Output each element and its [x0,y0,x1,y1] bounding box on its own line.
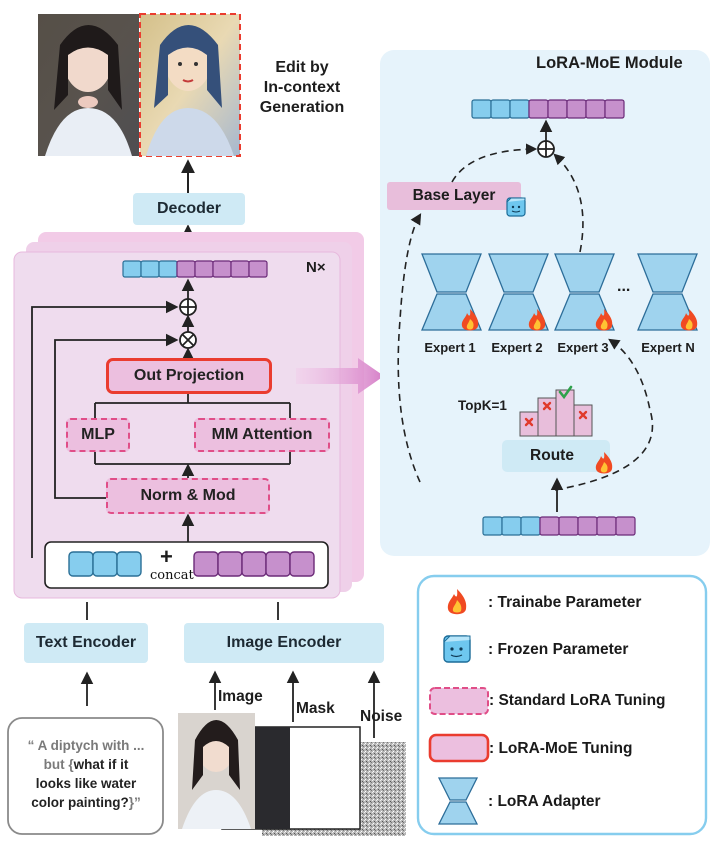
residual-add-operator [179,298,197,316]
frozen-cube-icon [506,197,526,217]
out-projection-block: Out Projection [106,358,272,394]
legend-frozen-label: : Frozen Parameter [488,641,629,658]
text-tokens [68,551,142,577]
concat-label: concat [150,568,194,583]
expert-1-fire-icon [461,309,479,331]
expert-2-fire-icon [528,309,546,331]
edited-watercolor-image [139,13,241,157]
source-portrait-image [38,14,139,156]
topk-score-bars [519,389,593,437]
decoder-block: Decoder [133,193,245,225]
lora-moe-panel [380,50,710,556]
route-fire-icon [595,452,613,474]
legend-moe-label: : LoRA-MoE Tuning [489,740,633,757]
gate-multiply-operator [179,331,197,349]
selected-check-icon [558,385,573,400]
expert-n-fire-icon [680,309,698,331]
text-encoder-block: Text Encoder [24,623,148,663]
block-output-tokens [122,260,268,278]
image-input-label: Image [218,688,263,705]
mlp-block: MLP [66,418,130,452]
prompt-but: but { [43,757,74,772]
legend-standard-swatch [429,687,489,715]
experts-ellipsis: ... [617,278,631,295]
repeat-label: N× [306,259,326,276]
route-box [502,440,610,472]
legend-panel [416,574,708,836]
edit-caption-line1: Edit by [275,59,329,76]
topk-label: TopK=1 [458,398,507,413]
image-encoder-block: Image Encoder [184,623,384,663]
base-layer-box [387,182,521,210]
prompt-text: “ A diptych with ... but {what if it loo… [12,736,160,812]
image-tokens [193,551,315,577]
reject-cross-icon [524,401,588,427]
expert-3-label: Expert 3 [557,340,609,355]
moe-output-tokens [471,99,625,119]
mm-attention-block: MM Attention [194,418,330,452]
expert-1-label: Expert 1 [424,340,476,355]
base-layer-label: Base Layer [412,187,496,204]
prompt-bold-3: color painting? [31,795,129,810]
legend-fire-icon [447,589,467,615]
moe-input-tokens [482,516,636,536]
legend-trainable-label: : Trainabe Parameter [488,594,642,611]
prompt-bubble [7,717,164,835]
expert-n-label: Expert N [641,340,695,355]
edit-caption-line3: Generation [259,99,345,116]
prompt-bold-2: looks like water [35,776,137,791]
expert-2-label: Expert 2 [491,340,543,355]
noise-input-label: Noise [360,708,403,725]
legend-standard-label: : Standard LoRA Tuning [489,692,666,709]
input-portrait-image [178,713,255,829]
legend-adapter-label: : LoRA Adapter [488,793,601,810]
route-label: Route [530,447,574,464]
mask-input-label: Mask [296,700,335,717]
prompt-line1: “ A diptych with ... [27,738,145,753]
expert-3-fire-icon [595,309,613,331]
legend-adapter-icon [437,777,479,825]
legend-frozen-icon [443,635,471,663]
legend-moe-swatch [428,733,490,763]
lora-moe-title: LoRA-MoE Module [536,54,683,72]
norm-mod-block: Norm & Mod [106,478,270,514]
concat-plus: + [160,544,173,569]
prompt-close: }” [128,795,141,810]
prompt-bold-1: what if it [73,757,129,772]
expert-1-adapter [421,253,482,331]
moe-add-operator [537,140,555,158]
edit-caption-line2: In-context [263,79,341,96]
expand-arrow [296,358,384,394]
